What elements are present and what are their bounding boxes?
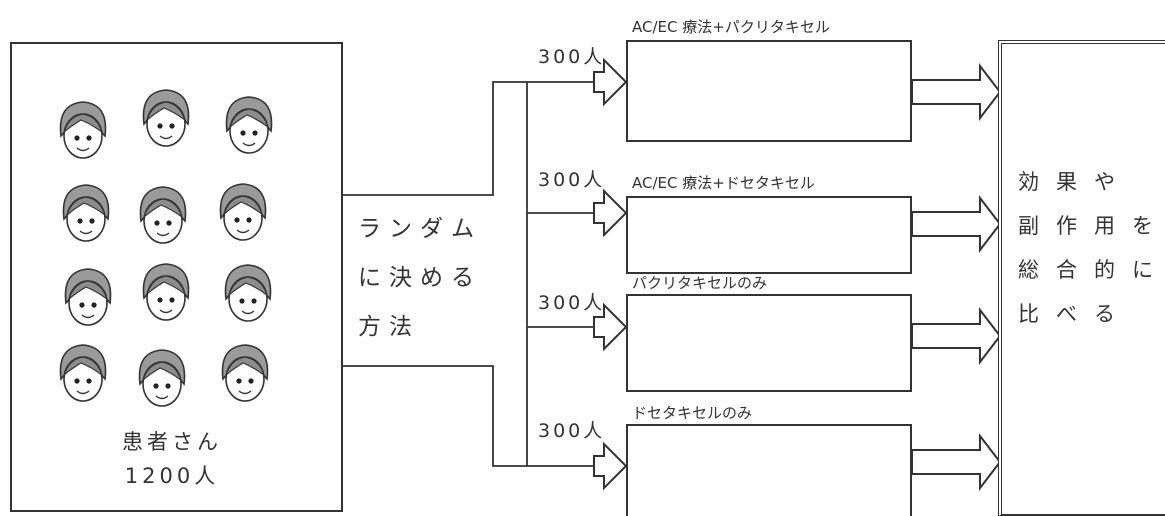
result-box [998,40,1165,516]
method-line-1: ランダム [358,216,482,242]
method-line-3: 方法 [358,314,420,340]
group-box [626,424,912,516]
patients-label: 患者さん [122,430,222,454]
method-line-2: に決める [358,265,482,291]
result-line-2: 副作用を [1018,214,1165,238]
connector-bottom [343,365,594,467]
group-count: 300人 [538,420,606,442]
group-box [626,40,912,142]
group-label: パクリタキセルのみ [632,274,768,292]
group-label: AC/EC 療法+ドセタキセル [632,174,815,192]
connector-top [343,81,594,196]
result-line-1: 効果や [1018,170,1132,194]
patients-count: 1200人 [124,464,220,488]
group-count: 300人 [538,46,606,68]
group-count: 300人 [538,292,606,314]
result-line-3: 総合的に [1018,258,1165,282]
result-line-4: 比べる [1018,302,1132,326]
group-label: AC/EC 療法+パクリタキセル [632,18,830,36]
group-box [626,294,912,392]
group-label: ドセタキセルのみ [632,404,753,422]
group-count: 300人 [538,169,606,191]
